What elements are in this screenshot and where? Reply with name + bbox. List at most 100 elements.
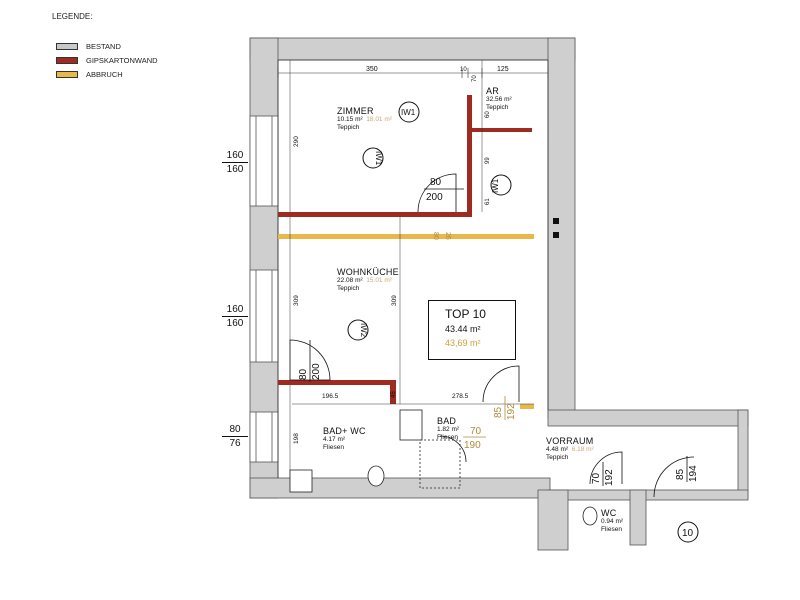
room-bad-wc-name: BAD+ WC xyxy=(323,426,366,436)
room-zimmer-area: 10.15 m² xyxy=(337,116,363,123)
gk-wall-bad-top xyxy=(278,380,396,385)
dim-v-45: 45 xyxy=(391,391,397,398)
existing-walls xyxy=(249,37,749,551)
window-dim-2: 160 160 xyxy=(222,304,248,329)
room-wc: WC 0.94 m² Fliesen xyxy=(601,508,623,534)
dim-v-99: 99 xyxy=(485,157,491,164)
wall-top xyxy=(249,37,576,61)
room-wohnkueche-area-alt: 15.01 m² xyxy=(366,277,392,284)
window-dim-2-top: 160 xyxy=(226,304,244,315)
toilet-bowl-bath xyxy=(367,465,385,487)
gk-wall-bad-corner xyxy=(390,380,396,404)
door-wohn-w: 80 xyxy=(298,368,309,380)
door-bad-h: 190 xyxy=(464,440,481,451)
dim-top-10: 10 xyxy=(460,67,467,73)
gk-wall-zimmer-bottom xyxy=(278,212,472,217)
room-bad-wc: BAD+ WC 4.17 m² Fliesen xyxy=(323,426,366,452)
room-vorraum-name: VORRAUM xyxy=(546,436,594,446)
room-vorraum-area-alt: 6.18 m² xyxy=(571,446,594,453)
door-bad xyxy=(439,435,467,463)
door-entry-h: 194 xyxy=(688,465,699,482)
room-bad-wc-floor: Fliesen xyxy=(323,444,344,451)
legend-title: LEGENDE: xyxy=(52,12,93,21)
door-vorraum-h: 192 xyxy=(604,469,615,486)
room-bad-wc-area: 4.17 m² xyxy=(323,436,346,443)
dim-v-198: 198 xyxy=(293,433,300,444)
room-vorraum-floor: Teppich xyxy=(546,454,569,461)
door-wohn xyxy=(289,339,331,381)
legend-swatch-abbruch xyxy=(56,70,78,78)
unit-area-alt: 43,69 m² xyxy=(445,338,481,348)
window-1 xyxy=(249,115,279,207)
room-ar-floor: Teppich xyxy=(486,104,509,111)
bad-shower-area xyxy=(419,439,461,489)
wall-tag-iw1-a xyxy=(398,101,420,123)
dim-top-350: 350 xyxy=(366,66,378,73)
abbruch-wall-main xyxy=(278,234,534,239)
door-vorraum-w: 70 xyxy=(591,472,602,484)
window-dim-3: 80 76 xyxy=(222,424,248,449)
wall-tag-iw1-b xyxy=(362,147,384,169)
legend-swatch-bestand xyxy=(56,42,78,50)
window-dim-3-top: 80 xyxy=(229,424,241,435)
room-ar: AR 32.56 m² Teppich xyxy=(486,86,512,112)
unit-summary-box: TOP 10 43.44 m² 43,69 m² xyxy=(428,300,516,360)
room-wohnkueche: WOHNKÜCHE 22.08 m² 15.01 m² Teppich xyxy=(337,267,399,293)
dim-top-70: 70 xyxy=(472,75,478,82)
legend-item-gipskartonwand: GIPSKARTONWAND xyxy=(56,55,158,65)
room-bad-area: 1.82 m² xyxy=(437,426,460,433)
room-bad-floor: Fliesen xyxy=(437,434,458,441)
unit-area: 43.44 m² xyxy=(445,324,481,334)
abbruch-wall-small xyxy=(520,404,534,409)
wall-block xyxy=(537,489,569,551)
door-entry-w: 85 xyxy=(675,468,686,480)
room-wc-area: 0.94 m² xyxy=(601,518,624,525)
wall-right-upper xyxy=(547,37,576,419)
dim-g-80: 80 xyxy=(432,232,439,240)
wall-ext-right xyxy=(737,409,749,499)
abbruch-walls xyxy=(278,234,534,409)
unit-title: TOP 10 xyxy=(445,307,486,321)
room-zimmer-name: ZIMMER xyxy=(337,106,374,116)
door-bad-top xyxy=(482,365,520,403)
dim-g-26: 26 xyxy=(444,232,451,240)
room-wc-name: WC xyxy=(601,508,617,518)
room-ar-area: 32.56 m² xyxy=(486,96,512,103)
room-zimmer: ZIMMER 10.15 m² 18.01 m² Teppich xyxy=(337,106,392,132)
legend-label-abbruch: ABBRUCH xyxy=(86,69,123,79)
legend-label-bestand: BESTAND xyxy=(86,41,121,51)
wall-tag-iw1-c-text: IW1 xyxy=(491,178,500,193)
room-wohnkueche-name: WOHNKÜCHE xyxy=(337,267,399,277)
window-dim-1-bottom: 160 xyxy=(226,164,244,175)
room-wohnkueche-floor: Teppich xyxy=(337,285,360,292)
window-2 xyxy=(249,269,279,363)
window-dim-3-bottom: 76 xyxy=(229,438,241,449)
bath-fixtures xyxy=(289,409,598,526)
entrance-number-circle xyxy=(677,521,699,543)
wall-tag-iw1-a-text: IW1 xyxy=(401,108,416,117)
room-bad-name: BAD xyxy=(437,416,457,426)
room-wohnkueche-area: 22.08 m² xyxy=(337,277,363,284)
legend-swatch-gipskartonwand xyxy=(56,56,78,64)
top-dimension-line xyxy=(277,68,549,78)
room-zimmer-floor: Teppich xyxy=(337,124,360,131)
dim-top-125: 125 xyxy=(497,66,509,73)
window-3 xyxy=(249,411,279,463)
room-zimmer-area-alt: 18.01 m² xyxy=(366,116,392,123)
wall-tag-iw2-text: IW2 xyxy=(359,323,368,338)
room-vorraum: VORRAUM 4.48 m² 6.18 m² Teppich xyxy=(546,436,594,462)
gk-wall-zimmer-right xyxy=(467,95,472,217)
dim-v-61: 61 xyxy=(485,198,491,205)
legend-item-abbruch: ABBRUCH xyxy=(56,69,123,79)
windows xyxy=(249,115,279,463)
door-zimmer-h: 200 xyxy=(426,192,443,203)
room-bad: BAD 1.82 m² Fliesen xyxy=(437,416,459,442)
door-bad-top-w: 85 xyxy=(493,406,504,418)
door-bad-w: 70 xyxy=(470,426,482,437)
wall-ext-top xyxy=(547,409,749,427)
room-vorraum-area: 4.48 m² xyxy=(546,446,569,453)
wall-tag-iw1-c xyxy=(490,174,512,196)
bath-cabinet xyxy=(399,409,423,441)
